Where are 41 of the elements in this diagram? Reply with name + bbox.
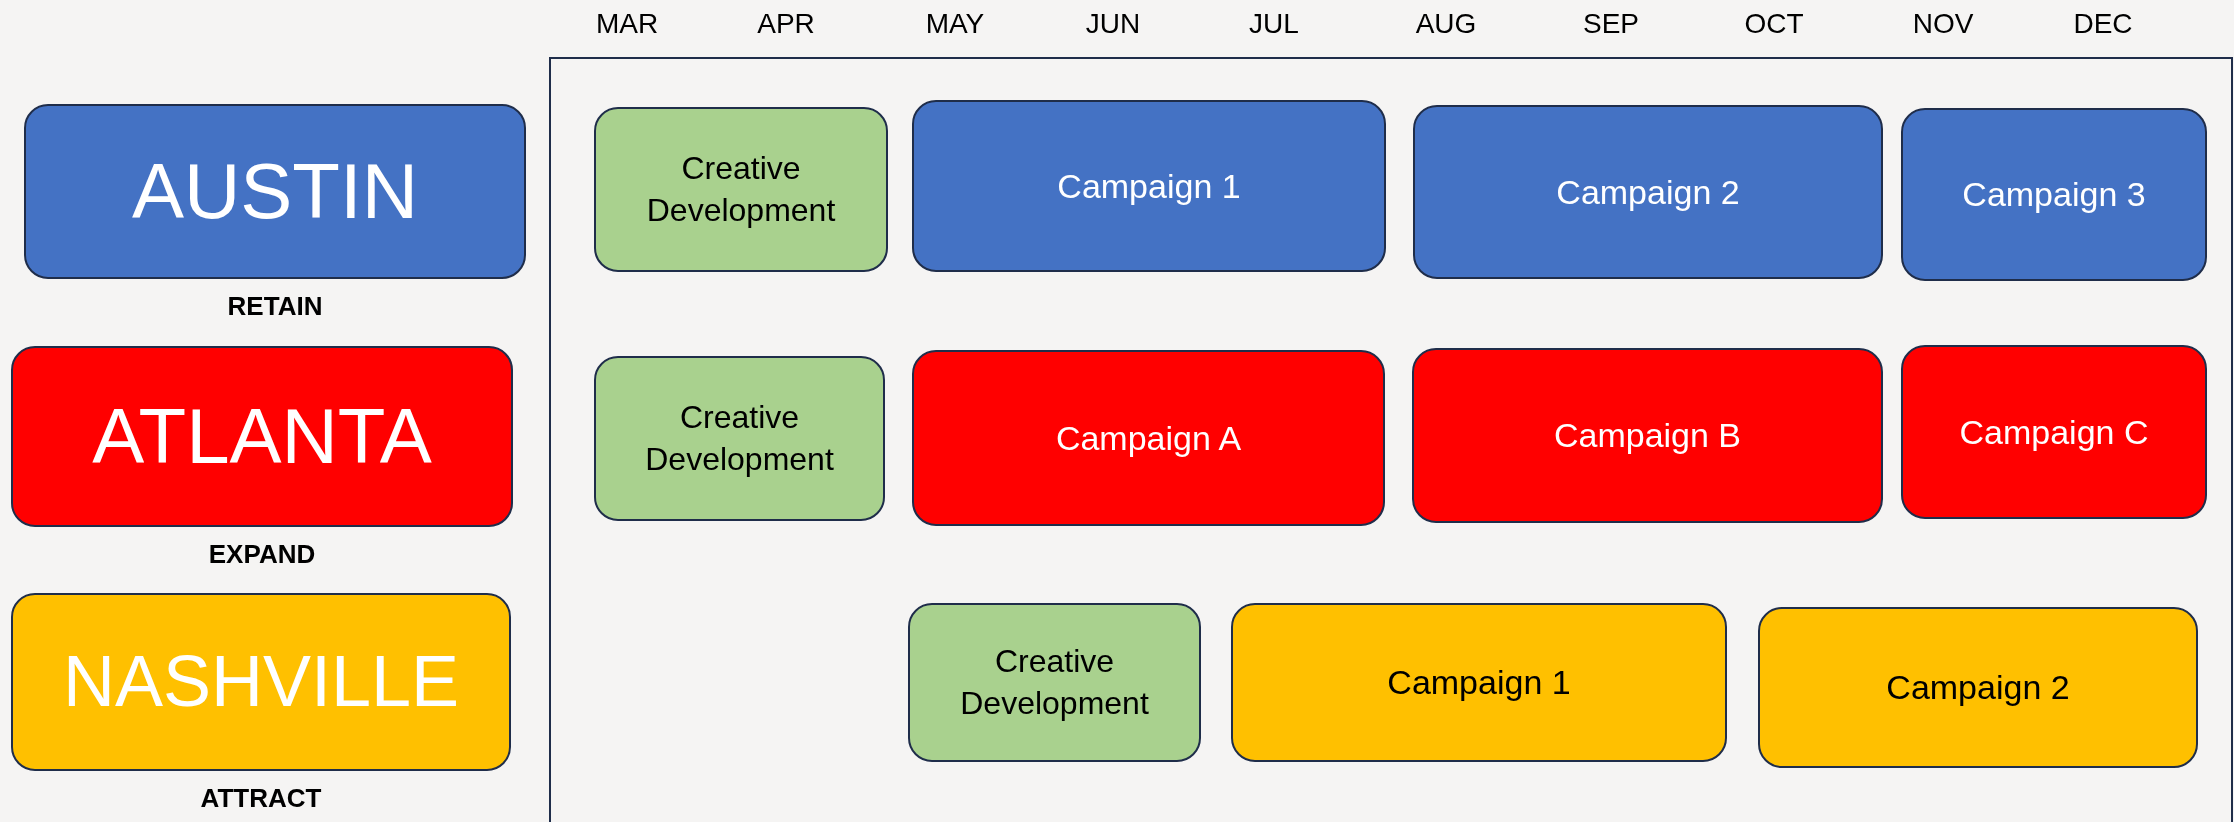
box-text: Campaign 3 [1962,174,2146,216]
box-text: Campaign 1 [1057,165,1241,207]
campaign-box [1901,108,2207,281]
month-label: SEP [1583,8,1639,40]
month-label: AUG [1415,8,1477,40]
box-text: Campaign 2 [1556,171,1740,213]
strategy-label: RETAIN [226,291,324,322]
phase-box [908,603,1201,762]
city-box [24,104,526,279]
campaign-box [912,100,1386,272]
box-text: Creative Development [959,641,1150,723]
city-name: AUSTIN [132,145,418,237]
campaign-box [1412,348,1883,523]
month-label: JUN [1085,8,1141,40]
month-label: OCT [1744,8,1804,40]
month-label: NOV [1912,8,1974,40]
city-name: ATLANTA [92,390,432,482]
city-box [11,346,513,527]
campaign-box [1758,607,2198,768]
campaign-box [912,350,1385,526]
box-text: Creative Development [645,148,837,230]
phase-box [594,107,888,272]
box-text: Campaign 1 [1387,662,1571,704]
month-label: JUL [1249,8,1299,40]
box-text: Campaign 2 [1886,667,2070,709]
month-label: MAR [595,8,659,40]
phase-box [594,356,885,521]
campaign-box [1413,105,1883,279]
month-label: MAY [925,8,985,40]
month-label: APR [757,8,815,40]
month-label: DEC [2073,8,2133,40]
campaign-box [1901,345,2207,519]
city-name: NASHVILLE [62,640,460,724]
city-box [11,593,511,771]
strategy-label: EXPAND [207,539,317,570]
box-text: Campaign A [1055,417,1242,459]
strategy-label: ATTRACT [199,783,323,814]
box-text: Creative Development [644,397,835,479]
box-text: Campaign C [1959,411,2149,453]
box-text: Campaign B [1553,415,1742,457]
campaign-box [1231,603,1727,762]
